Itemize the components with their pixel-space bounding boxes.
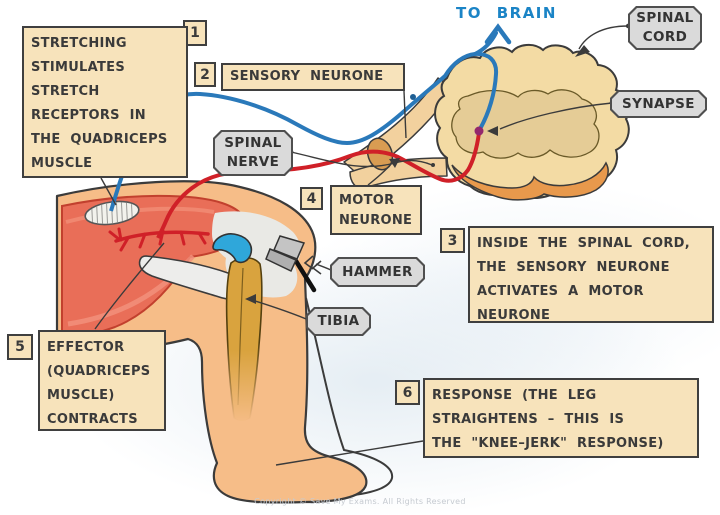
spinal-cord-grey-matter xyxy=(451,89,600,159)
spinal-nerve-tag: SPINAL NERVE xyxy=(213,130,293,176)
note-sensory-neurone: SENSORY NEURONE xyxy=(221,63,405,91)
patella xyxy=(212,233,253,264)
motor-neurone-path xyxy=(156,132,481,239)
fibula-line xyxy=(237,267,244,406)
spinal-nerve-label: SPINAL NERVE xyxy=(215,132,291,174)
hammer-head xyxy=(273,235,306,260)
hammer-motion-chevron xyxy=(311,260,322,275)
spinal-cord-arrowhead xyxy=(575,45,590,57)
to-brain-arrow xyxy=(473,23,512,56)
sensory-neurone-node xyxy=(410,94,416,100)
leader-stretch-receptor xyxy=(100,177,117,206)
step-number-6: 6 xyxy=(395,380,420,405)
tibia-tag: TIBIA xyxy=(306,307,371,336)
leader-arrowheads xyxy=(245,45,590,304)
hammer-label: HAMMER xyxy=(332,259,423,285)
second-leg-outline xyxy=(305,297,394,498)
motor-end-branches xyxy=(108,227,210,252)
step-number-5: 5 xyxy=(7,334,33,360)
to-brain-label: TO BRAIN xyxy=(456,4,557,22)
note-inside-spinal-cord: INSIDE THE SPINAL CORD, THE SENSORY NEUR… xyxy=(468,226,714,323)
step-number-3: 3 xyxy=(440,228,465,253)
leader-spinal-cord xyxy=(578,25,629,50)
leader-response xyxy=(275,440,424,466)
note-stretch-receptors: STRETCHING STIMULATES STRETCH RECEPTORS … xyxy=(22,26,188,178)
hammer-motion-chevron xyxy=(303,255,314,270)
reflex-hammer xyxy=(265,235,317,293)
spinal-cord-tag: SPINAL CORD xyxy=(628,6,702,50)
synapse-label: SYNAPSE xyxy=(612,92,705,116)
tibia-arrowhead xyxy=(245,294,256,304)
step-number-4: 4 xyxy=(300,187,323,210)
hammer-head xyxy=(265,248,298,273)
copyright-text: Copyright © Save My Exams. All Rights Re… xyxy=(254,497,466,506)
synapse-arrowhead xyxy=(487,126,498,136)
synapse-dot xyxy=(474,126,484,136)
motor-neurone-arrowhead xyxy=(389,158,400,168)
leader-tibia xyxy=(251,299,312,322)
leader-effector xyxy=(94,242,165,330)
stretch-receptor xyxy=(84,199,140,227)
step-number-2: 2 xyxy=(194,62,216,87)
note-motor-neurone: MOTOR NEURONE xyxy=(330,185,422,235)
hammer-tag: HAMMER xyxy=(330,257,425,287)
leader-synapse xyxy=(499,102,613,130)
leader-sensory-neurone xyxy=(403,90,407,139)
note-effector: EFFECTOR (QUADRICEPS MUSCLE) CONTRACTS xyxy=(38,330,166,431)
spinal-cord-label: SPINAL CORD xyxy=(630,8,700,48)
synapse-tag: SYNAPSE xyxy=(610,90,707,118)
spinal-cord-ventral xyxy=(451,161,609,201)
femur-bone xyxy=(138,255,252,301)
leader-motor-neurone xyxy=(367,163,392,186)
note-response: RESPONSE (THE LEG STRAIGHTENS – THIS IS … xyxy=(423,378,699,458)
tibia-label: TIBIA xyxy=(308,309,369,334)
